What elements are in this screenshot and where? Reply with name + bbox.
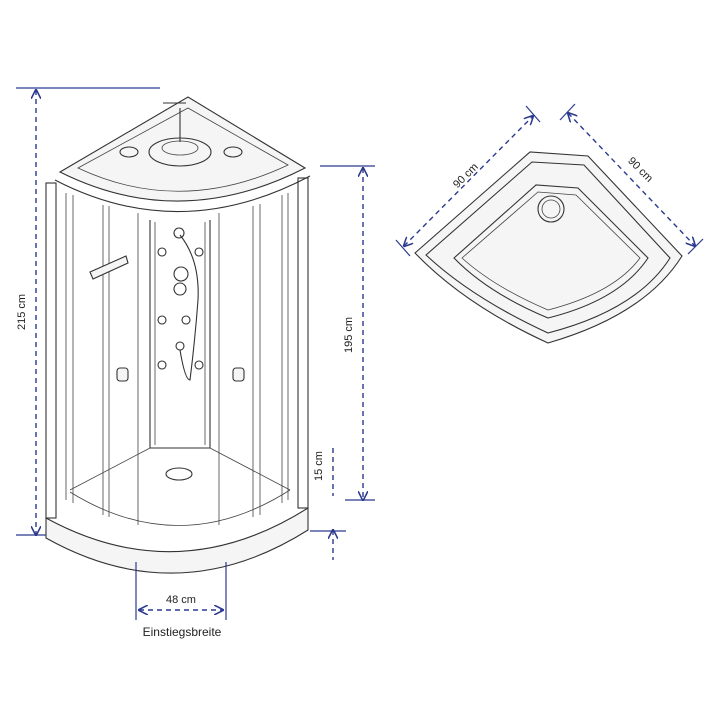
wall-shelf bbox=[89, 255, 129, 280]
dimension-tray-height: 15 cm bbox=[310, 448, 346, 560]
dimension-panel-height: 195 cm bbox=[320, 165, 375, 500]
hand-shower-head bbox=[175, 341, 185, 351]
shower-tray bbox=[45, 507, 309, 574]
body-jets bbox=[157, 247, 204, 370]
mixer-knob-top bbox=[173, 266, 189, 282]
tray-basin bbox=[453, 184, 649, 319]
tray-inner-rim bbox=[425, 161, 671, 334]
tray-drain-top bbox=[537, 195, 565, 223]
back-wall bbox=[149, 220, 211, 449]
hand-shower-hose bbox=[179, 234, 199, 381]
frame-post-left bbox=[45, 182, 57, 519]
door-handle-right bbox=[232, 367, 245, 382]
label-tray-height: 15 cm bbox=[313, 451, 325, 481]
label-entry-caption: Einstiegsbreite bbox=[143, 625, 222, 639]
cabin-roof-rim bbox=[54, 175, 311, 213]
cabin-roof-inner bbox=[77, 107, 289, 192]
rain-shower-head bbox=[148, 137, 212, 167]
roof-light-left bbox=[119, 146, 139, 158]
dimension-total-height: 215 cm bbox=[16, 87, 160, 535]
label-panel-height: 195 cm bbox=[343, 317, 355, 353]
label-entry-width: 48 cm bbox=[166, 594, 196, 606]
shower-cabin bbox=[45, 96, 311, 574]
tray-drain bbox=[165, 467, 193, 481]
label-side-left: 90 cm bbox=[451, 161, 481, 191]
label-total-height: 215 cm bbox=[16, 294, 28, 330]
roof-light-right bbox=[223, 146, 243, 158]
frame-post-right bbox=[297, 177, 309, 509]
label-side-right: 90 cm bbox=[625, 155, 655, 185]
mixer-knob-bottom bbox=[173, 282, 187, 296]
dimension-entry-width: 48 cm Einstiegsbreite bbox=[135, 562, 227, 639]
door-handle-left bbox=[116, 367, 129, 382]
